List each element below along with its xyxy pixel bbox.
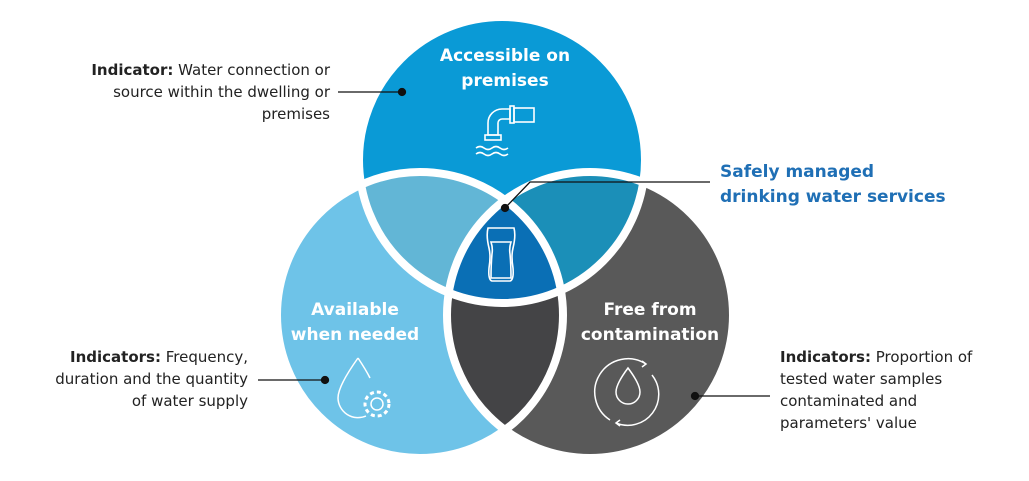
annotation-accessible: Indicator: Water connection or source wi…	[91, 59, 330, 125]
leader-lines	[258, 87, 770, 401]
title-line: when needed	[290, 325, 420, 345]
annotation-available: Indicators: Frequency, duration and the …	[55, 346, 248, 412]
title-available: Available when needed	[270, 298, 440, 348]
center-label-line: Safely managed	[720, 162, 875, 182]
title-line: premises	[461, 71, 549, 91]
overlap-center	[447, 172, 563, 303]
title-line: Available	[311, 300, 399, 320]
annotation-free-from-contamination: Indicators: Proportion of tested water s…	[780, 346, 972, 434]
annotation-text: premises	[261, 105, 330, 123]
annotation-text: duration and the quantity	[55, 370, 248, 388]
annotation-bold: Indicator:	[91, 61, 174, 79]
annotation-bold: Indicators:	[780, 348, 871, 366]
water-drop-gear-icon	[337, 357, 391, 419]
center-label: Safely managed drinking water services	[720, 160, 946, 210]
center-label-line: drinking water services	[720, 187, 946, 207]
annotation-text: Water connection or	[173, 61, 330, 79]
water-drop-cycle-icon	[593, 357, 660, 427]
title-line: contamination	[580, 325, 720, 345]
water-tap-icon	[475, 105, 535, 157]
annotation-text: parameters' value	[780, 414, 917, 432]
title-line: Accessible on	[439, 46, 571, 66]
annotation-text: Proportion of	[870, 348, 973, 366]
annotation-text: tested water samples	[780, 370, 943, 388]
title-accessible: Accessible on premises	[405, 44, 605, 94]
title-free-from-contamination: Free from contamination	[570, 298, 730, 348]
annotation-text: contaminated and	[780, 392, 918, 410]
glass-of-water-icon	[486, 227, 516, 282]
annotation-bold: Indicators:	[70, 348, 161, 366]
title-line: Free from	[603, 300, 697, 320]
annotation-text: Frequency,	[160, 348, 248, 366]
annotation-text: source within the dwelling or	[113, 83, 330, 101]
annotation-text: of water supply	[131, 392, 248, 410]
